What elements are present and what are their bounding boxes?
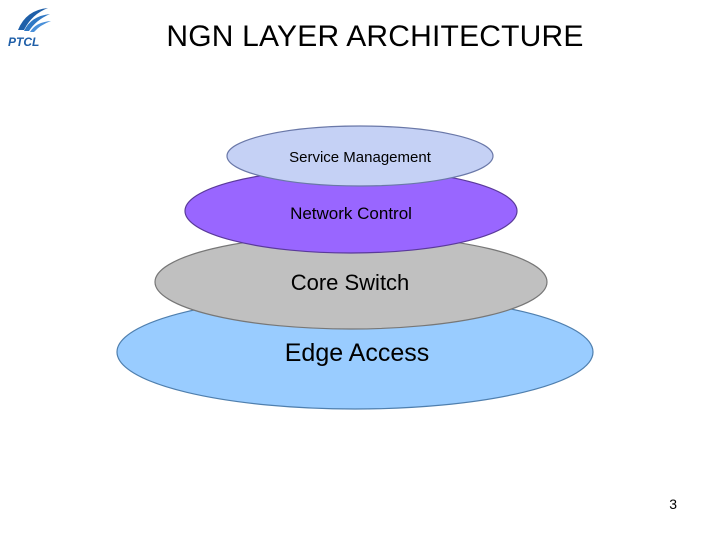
layer-service-management-shape (226, 125, 494, 187)
layer-service-management-label: Service Management (289, 149, 432, 166)
page-number: 3 (669, 496, 677, 512)
logo-swirl-icon: PTCL (8, 8, 51, 49)
layer-edge-access-label: Edge Access (285, 339, 430, 367)
layer-core-switch: Core Switch (154, 234, 548, 330)
ptcl-logo: PTCL (4, 4, 54, 50)
logo-text: PTCL (8, 35, 39, 49)
layer-network-control-label: Network Control (290, 204, 412, 223)
layer-core-switch-label: Core Switch (291, 270, 410, 295)
layer-service-management: Service Management (226, 125, 494, 187)
slide-title: NGN LAYER ARCHITECTURE (166, 20, 584, 53)
layer-edge-access: Edge Access (116, 294, 594, 410)
